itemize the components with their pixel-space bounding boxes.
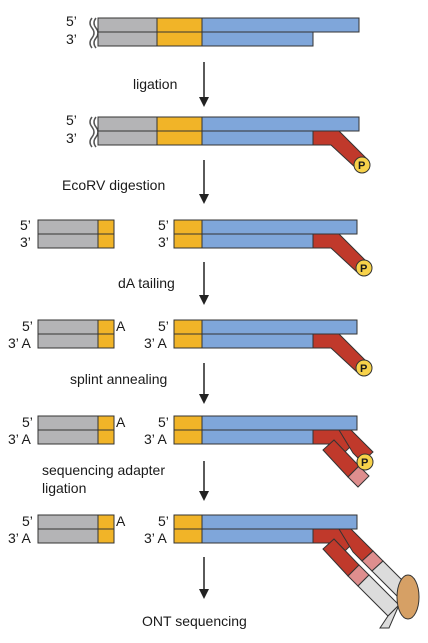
svg-text:P: P: [360, 363, 367, 375]
arrow-5: [199, 461, 209, 501]
svg-text:5’: 5’: [158, 414, 169, 430]
step-label-adapter-ligation: ligation: [42, 480, 86, 496]
svg-text:3’ A: 3’ A: [144, 530, 167, 546]
row-4-da-tailed: 5’ 3’ A A 5’ 3’ A P: [8, 318, 373, 377]
step-label-ecorv: EcoRV digestion: [62, 177, 165, 193]
svg-text:A: A: [116, 513, 126, 529]
row-3-digested: 5’ 3’ 5’ 3’ P: [20, 217, 373, 277]
step-label-adapter: sequencing adapter: [42, 462, 165, 478]
svg-text:5’: 5’: [158, 318, 169, 334]
svg-text:A: A: [116, 414, 126, 430]
svg-text:P: P: [360, 263, 367, 275]
strand-break-mark: [89, 17, 95, 49]
step-label-ont: ONT sequencing: [142, 613, 247, 629]
svg-text:3’ A: 3’ A: [8, 530, 31, 546]
svg-text:5’: 5’: [158, 217, 169, 233]
step-label-ligation: ligation: [133, 76, 177, 92]
svg-text:5’: 5’: [22, 513, 33, 529]
row-2-ligated: 5’ 3’ P: [66, 112, 371, 174]
svg-text:3’: 3’: [20, 234, 31, 250]
svg-text:P: P: [361, 457, 368, 469]
svg-text:3’ A: 3’ A: [8, 335, 31, 351]
arrow-6: [199, 557, 209, 599]
svg-text:5’: 5’: [22, 414, 33, 430]
row-1-insert: 5’ 3’: [66, 13, 360, 49]
svg-text:5’: 5’: [20, 217, 31, 233]
svg-text:3’ A: 3’ A: [144, 431, 167, 447]
arrow-2: [199, 160, 209, 204]
svg-text:3’ A: 3’ A: [8, 431, 31, 447]
row-5-splint-annealed: 5’ 3’ A A 5’ 3’ A P: [8, 414, 374, 488]
blue-top-strand: [201, 17, 360, 33]
gray-segment: [97, 17, 158, 33]
three-prime-label: 3’: [66, 31, 77, 47]
svg-text:3’: 3’: [66, 130, 77, 146]
splint-overhang: [347, 465, 370, 488]
five-prime-label: 5’: [66, 13, 77, 29]
step-label-da-tailing: dA tailing: [118, 275, 175, 291]
svg-text:3’: 3’: [158, 234, 169, 250]
blue-bottom-strand: [201, 31, 314, 47]
arrow-3: [199, 262, 209, 305]
svg-text:P: P: [358, 160, 365, 172]
svg-text:5’: 5’: [158, 513, 169, 529]
svg-text:3’ A: 3’ A: [144, 335, 167, 351]
svg-text:5’: 5’: [66, 112, 77, 128]
motor-protein: [396, 574, 420, 620]
step-label-splint: splint annealing: [70, 371, 167, 387]
arrow-4: [199, 363, 209, 404]
phosphate-icon: [353, 156, 371, 174]
svg-text:5’: 5’: [22, 318, 33, 334]
row-6-adapter-ligated: 5’ 3’ A A 5’ 3’ A: [8, 513, 420, 629]
svg-text:A: A: [116, 318, 126, 334]
arrow-1: [199, 62, 209, 107]
